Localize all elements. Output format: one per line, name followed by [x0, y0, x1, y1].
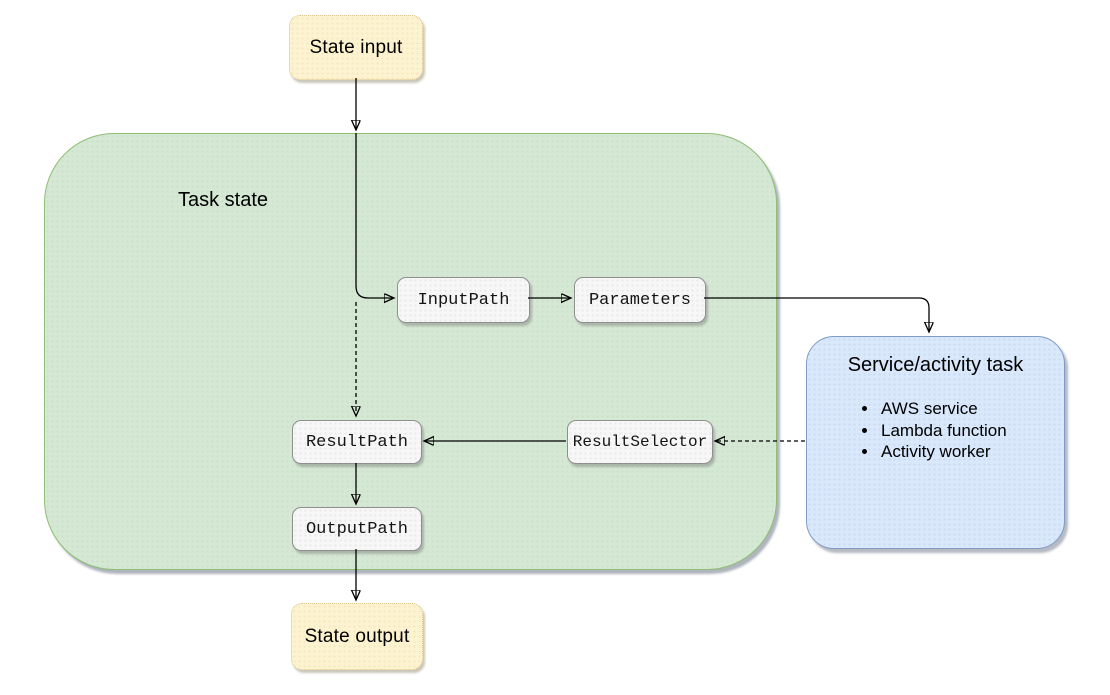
result-selector-label: ResultSelector: [572, 433, 708, 451]
node-input-path: InputPath: [397, 277, 530, 323]
state-output-label: State output: [304, 625, 410, 647]
node-state-input: State input: [289, 15, 423, 80]
node-result-selector: ResultSelector: [567, 420, 713, 464]
service-activity-task-title: Service/activity task: [847, 354, 1024, 376]
node-state-output: State output: [291, 603, 423, 670]
service-activity-task-list: AWS service Lambda function Activity wor…: [807, 398, 1064, 463]
input-path-label: InputPath: [417, 290, 510, 310]
node-result-path: ResultPath: [292, 420, 422, 464]
list-item: Lambda function: [879, 420, 1064, 442]
state-input-label: State input: [309, 36, 403, 58]
output-path-label: OutputPath: [305, 519, 409, 539]
result-path-label: ResultPath: [305, 432, 409, 452]
list-item: AWS service: [879, 398, 1064, 420]
node-output-path: OutputPath: [292, 507, 422, 551]
node-parameters: Parameters: [574, 277, 706, 323]
node-task-state: Task state: [44, 133, 777, 570]
task-state-label: Task state: [178, 189, 269, 211]
node-service-activity-task: Service/activity task AWS service Lambda…: [806, 336, 1065, 549]
parameters-label: Parameters: [588, 290, 692, 310]
list-item: Activity worker: [879, 441, 1064, 463]
